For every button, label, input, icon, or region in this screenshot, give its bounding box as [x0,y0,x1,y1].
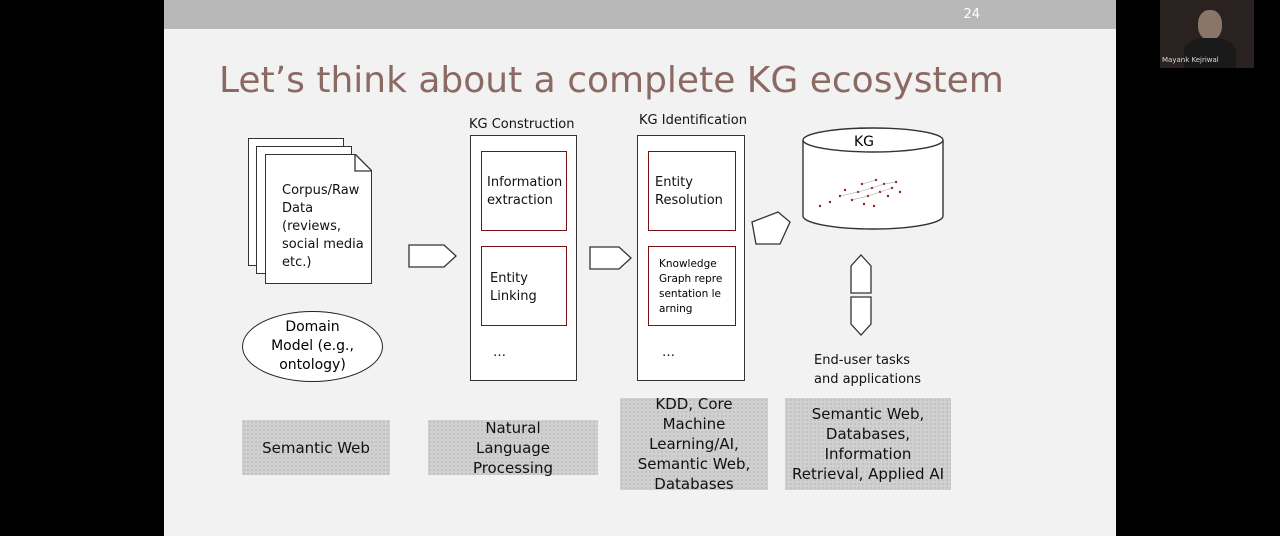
kg-identification-heading: KG Identification [639,113,747,128]
arrow-right-icon [589,246,632,270]
person-torso [1184,38,1236,68]
presentation-slide: 24 Let’s think about a complete KG ecosy… [164,0,1116,536]
representation-learning-box: Knowledge Graph representation learning [648,246,736,326]
field-applied: Semantic Web, Databases, Information Ret… [785,398,951,490]
end-user-label: End-user tasks and applications [814,353,922,387]
slide-title: Let’s think about a complete KG ecosyste… [219,60,1004,101]
double-arrow-icon [850,254,872,336]
field-kdd: KDD, Core Machine Learning/AI, Semantic … [620,395,768,493]
kg-identification-box: Entity Resolution Knowledge Graph repres… [637,135,745,381]
entity-resolution-box: Entity Resolution [648,151,736,231]
kg-construction-heading: KG Construction [469,117,575,132]
kg-construction-box: Information extraction Entity Linking … [470,135,577,381]
domain-model-ellipse: Domain Model (e.g., ontology) [242,311,383,382]
entity-linking-box: Entity Linking [481,246,567,326]
information-extraction-box: Information extraction [481,151,567,231]
webcam-video: Mayank Kejriwal [1160,0,1254,68]
kg-label: KG [854,134,875,150]
kg-construction-more: … [493,345,506,360]
corpus-label: Corpus/Raw Data (reviews, social media e… [282,183,364,270]
slide-number: 24 [963,7,980,22]
kg-cylinder-icon [802,127,944,230]
webcam-participant-name: Mayank Kejriwal [1162,56,1219,64]
page-fold-icon [354,154,372,172]
field-nlp: Natural Language Processing [428,419,598,477]
field-semantic-web: Semantic Web [242,420,390,475]
arrow-right-icon [408,244,457,268]
person-head [1198,10,1222,40]
kg-identification-more: … [662,345,675,360]
slide-top-bar: 24 [164,0,1116,29]
arrow-diagonal-icon [751,211,791,245]
